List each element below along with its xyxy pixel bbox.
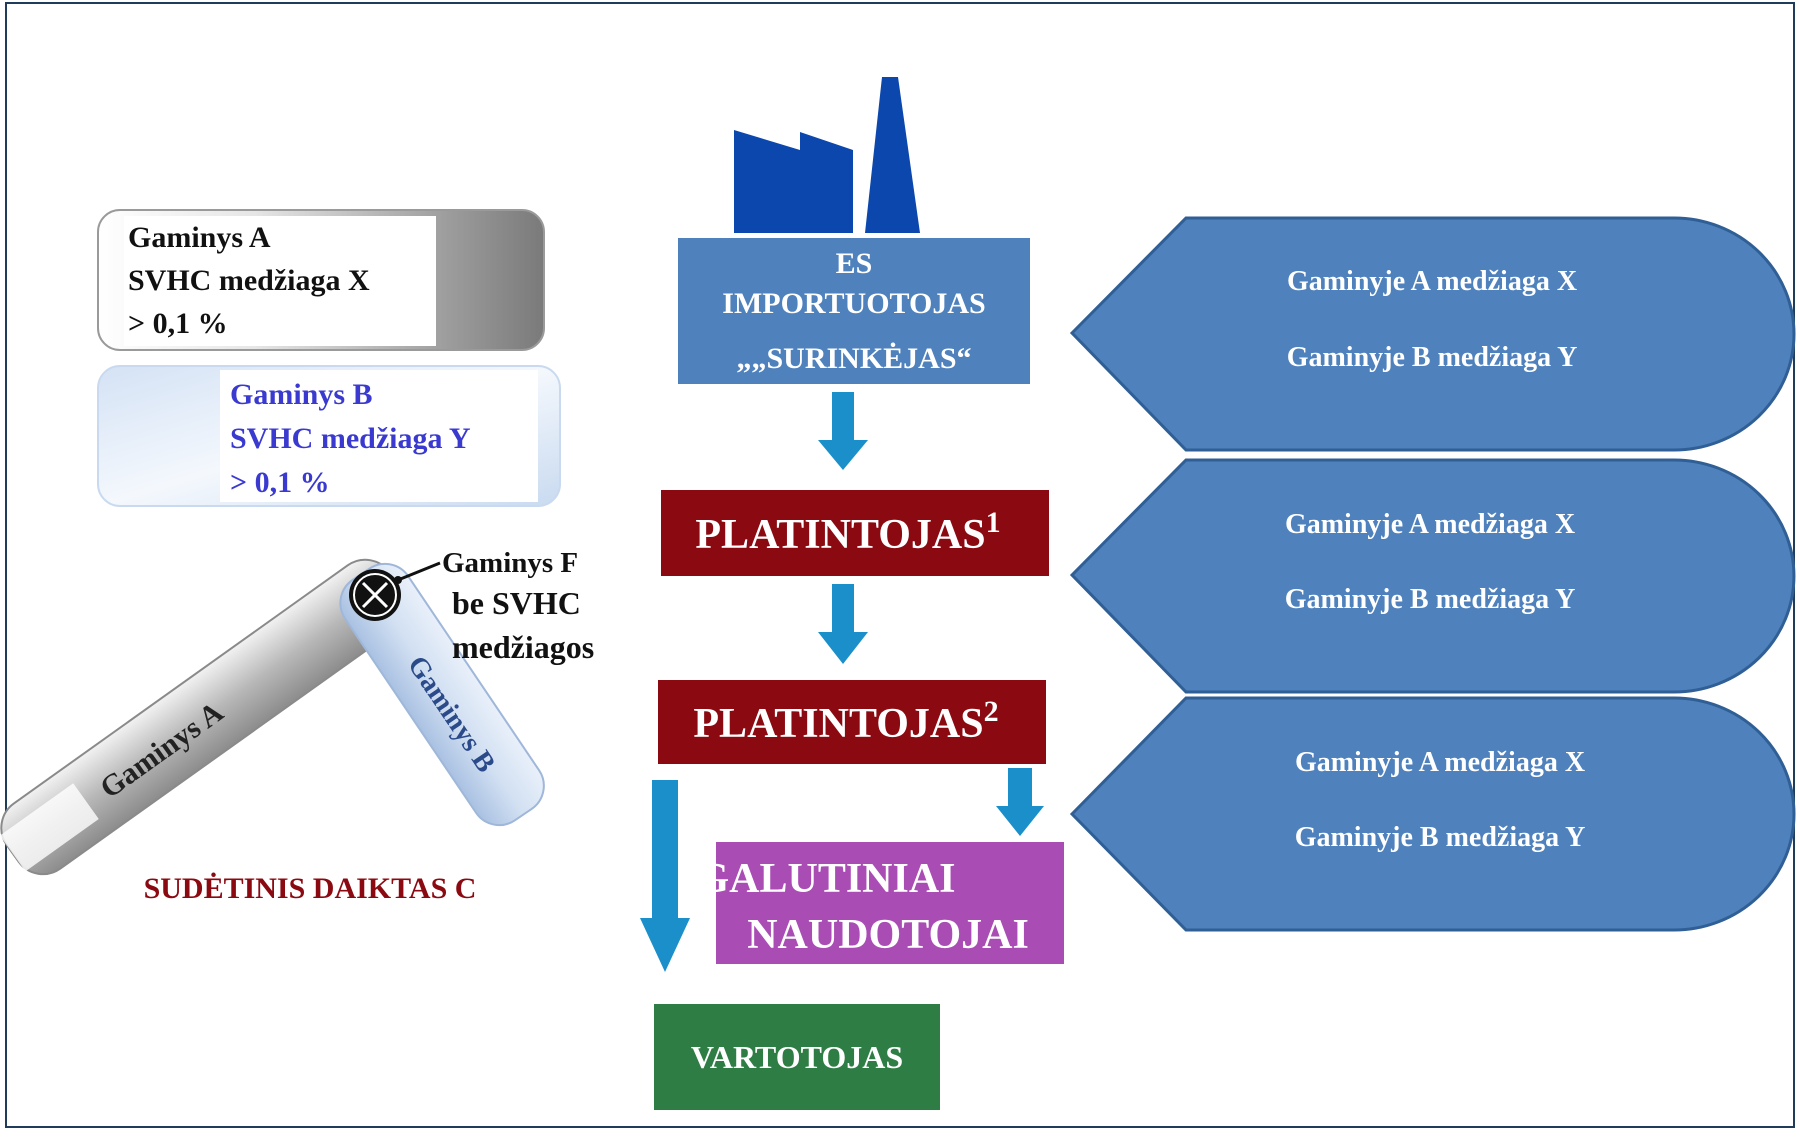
article-b-line2: SVHC medžiaga Y [230, 422, 471, 455]
arrow-distributor2-to-consumer [640, 780, 690, 972]
end-users-line1: GALUTINIAI [696, 856, 955, 902]
article-b-line3: > 0,1 % [230, 466, 330, 499]
consumer-label: VARTOTOJAS [691, 1039, 903, 1075]
callout-3-line2: Gaminyje B medžiaga Y [1295, 822, 1586, 853]
composite-caption: SUDĖTINIS DAIKTAS C [144, 872, 477, 905]
article-a-label-panel [124, 216, 436, 346]
callout-1-line1: Gaminyje A medžiaga X [1287, 266, 1577, 297]
arrow-importer-to-distributor1 [818, 392, 868, 470]
callout-2: Gaminyje A medžiaga X Gaminyje B medžiag… [1069, 458, 1796, 694]
callout-3: Gaminyje A medžiaga X Gaminyje B medžiag… [1069, 696, 1796, 932]
article-b-label-panel [220, 370, 538, 502]
article-a-line2: SVHC medžiaga X [128, 264, 370, 297]
distributor1-box [661, 490, 1049, 576]
end-users-line2: NAUDOTOJAI [747, 912, 1029, 958]
factory-icon [734, 77, 920, 233]
importer-line2: IMPORTUOTOJAS [722, 287, 985, 320]
article-a-line1: Gaminys A [128, 221, 271, 254]
joint-label-line3: medžiagos [452, 629, 594, 665]
callout-1-line2: Gaminyje B medžiaga Y [1287, 342, 1578, 373]
distributor2-label: PLATINTOJAS2 [693, 695, 998, 747]
article-b-line1: Gaminys B [230, 378, 373, 411]
importer-line1: ES [836, 247, 873, 280]
rod-article-a: Gaminys A [0, 558, 408, 876]
end-users-box [716, 842, 1064, 964]
joint-label-line1: Gaminys F [442, 547, 578, 579]
distributor2-box [658, 680, 1046, 764]
joint-label-line2: be SVHC [452, 585, 581, 621]
importer-box [678, 238, 1030, 384]
distributor1-label: PLATINTOJAS1 [695, 506, 1000, 558]
joint-pointer [394, 561, 441, 584]
consumer-box [654, 1004, 940, 1110]
callout-3-line1: Gaminyje A medžiaga X [1295, 747, 1585, 778]
joint-article-f-icon [349, 569, 401, 621]
arrow-distributor2-to-end-users [996, 768, 1044, 836]
arrow-distributor1-to-distributor2 [818, 584, 868, 664]
callout-2-line1: Gaminyje A medžiaga X [1285, 509, 1575, 540]
callout-1: Gaminyje A medžiaga X Gaminyje B medžiag… [1069, 216, 1796, 452]
article-a-line3: > 0,1 % [128, 307, 228, 340]
importer-line3: „„SURINKĖJAS“ [736, 342, 971, 375]
callout-2-line2: Gaminyje B medžiaga Y [1285, 584, 1576, 615]
